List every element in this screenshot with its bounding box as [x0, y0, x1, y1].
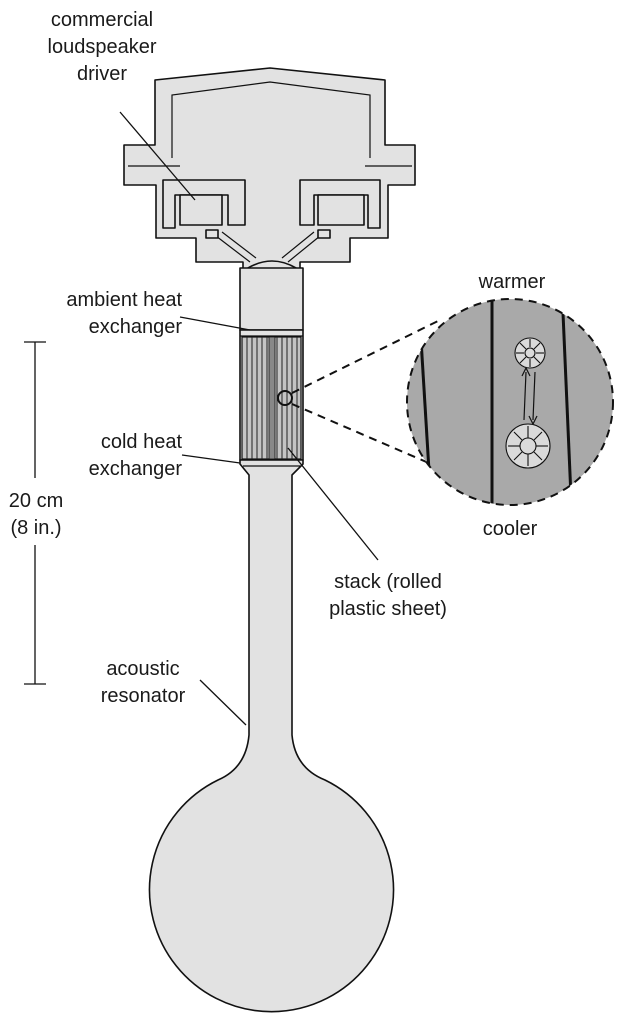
label-ambient-line2: exchanger: [89, 316, 183, 338]
label-driver-line1: commercial: [51, 9, 153, 31]
loudspeaker-housing: [123, 67, 416, 286]
gas-parcel-lower: [505, 423, 551, 469]
acoustic-resonator: [148, 459, 395, 1013]
zoom-spot-marker: [277, 390, 293, 406]
labels: commercial loudspeaker driver ambient he…: [9, 9, 546, 707]
scale-bar: [24, 341, 46, 685]
label-cooler: cooler: [483, 518, 538, 540]
gas-parcel-upper: [514, 337, 546, 369]
label-driver-line3: driver: [77, 63, 127, 85]
label-stack-line1: stack (rolled: [334, 571, 442, 593]
leader-lines: [119, 111, 379, 726]
leader-cold: [181, 454, 241, 464]
leader-stack: [287, 447, 379, 561]
label-resonator-line1: acoustic: [106, 658, 179, 680]
displacement-arrows: [521, 366, 538, 426]
label-cold-line2: exchanger: [89, 458, 183, 480]
loudspeaker-driver: [162, 179, 381, 271]
label-driver-line2: loudspeaker: [48, 36, 157, 58]
label-warmer: warmer: [478, 271, 546, 293]
label-ambient-line1: ambient heat: [66, 289, 182, 311]
leader-driver: [119, 111, 196, 201]
label-resonator-line2: resonator: [101, 685, 186, 707]
leader-ambient: [179, 316, 251, 331]
leader-resonator: [199, 679, 247, 726]
label-cold-line1: cold heat: [101, 431, 183, 453]
magnified-inset: [406, 298, 614, 506]
label-stack-line2: plastic sheet): [329, 598, 447, 620]
stack: [241, 336, 302, 460]
label-scale-line1: 20 cm: [9, 490, 63, 512]
label-scale-line2: (8 in.): [10, 517, 61, 539]
